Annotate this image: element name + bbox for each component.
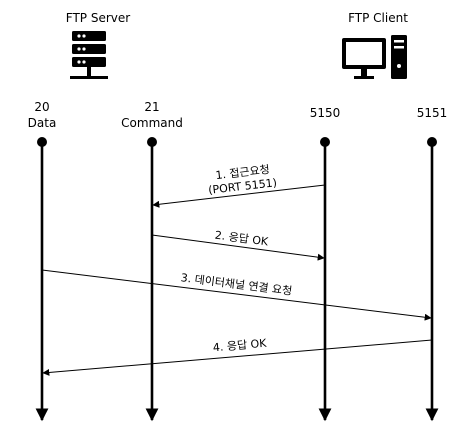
lifeline-dot-5151: [427, 137, 437, 147]
client-port-5150: 5150: [310, 106, 341, 120]
message-arrow-1: [152, 184, 326, 208]
message-4-label: 4. 응답 OK: [212, 337, 267, 355]
ftp-client-title: FTP Client: [348, 11, 408, 25]
lifeline-dot-data: [37, 137, 47, 147]
server-icon: [70, 31, 108, 79]
lifeline-dot-5150: [320, 137, 330, 147]
message-1-label: 1. 접근요청: [215, 163, 271, 182]
client-port-5151: 5151: [417, 106, 448, 120]
message-arrow-2: [151, 234, 325, 261]
message-2-label: 2. 응답 OK: [214, 229, 270, 249]
command-port-label: Command: [121, 116, 183, 130]
ftp-server-title: FTP Server: [66, 11, 130, 25]
lifeline-dot-command: [147, 137, 157, 147]
message-arrow-3: [41, 269, 432, 321]
data-port-number: 20: [34, 100, 49, 114]
command-port-number: 21: [144, 100, 159, 114]
desktop-computer-icon: [342, 35, 407, 79]
message-arrow-4: [42, 339, 433, 376]
data-port-label: Data: [28, 116, 57, 130]
